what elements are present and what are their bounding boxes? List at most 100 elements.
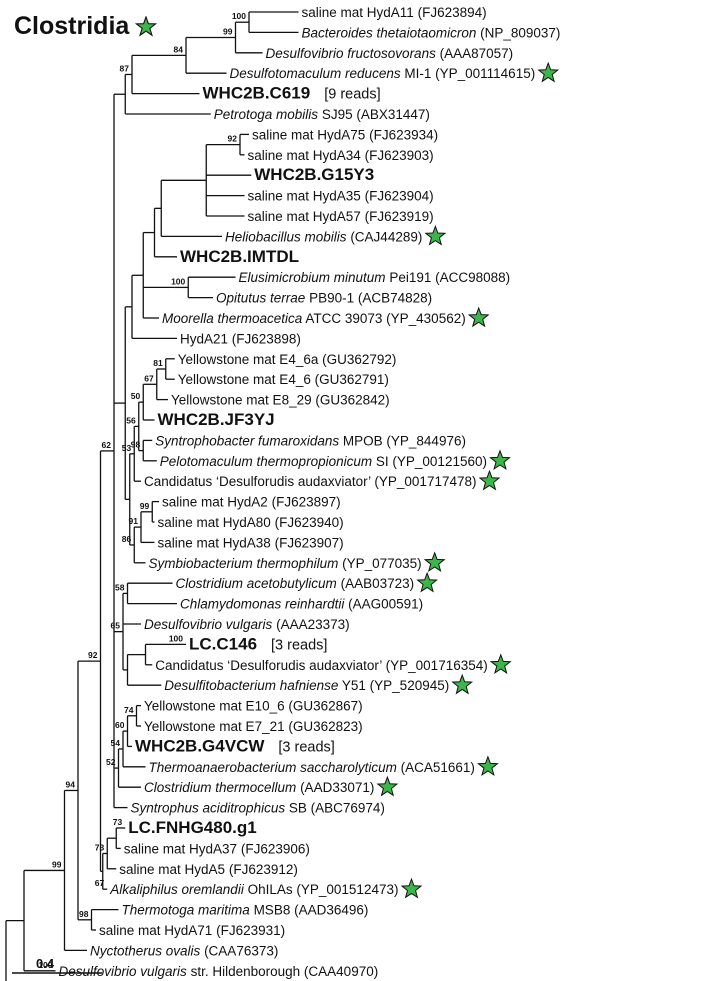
taxon-name: Clostridium thermocellum bbox=[144, 780, 296, 795]
taxon-acc: (ACA51661) bbox=[401, 760, 475, 775]
taxon-name: WHC2B.JF3YJ bbox=[158, 410, 275, 429]
taxon-name: saline mat HydA11 bbox=[302, 5, 414, 20]
taxon-suffix: Pei191 bbox=[389, 270, 431, 285]
taxon-suffix: SJ95 bbox=[322, 107, 353, 122]
taxon-name: Yellowstone mat E10_6 bbox=[144, 699, 285, 714]
taxon-acc: (FJ623907) bbox=[275, 535, 344, 550]
bootstrap-value: 92 bbox=[228, 134, 238, 144]
bootstrap-value: 84 bbox=[174, 44, 184, 54]
taxon-name: Candidatus ‘Desulforudis audaxviator’ bbox=[155, 658, 382, 673]
taxon-name: saline mat HydA2 bbox=[162, 495, 268, 510]
green-star-icon bbox=[376, 775, 399, 797]
bootstrap-value: 73 bbox=[95, 843, 105, 853]
scale-bar-label: 0.4 bbox=[36, 956, 55, 971]
taxon-label: WHC2B.G4VCW[3 reads] bbox=[135, 736, 335, 755]
taxon-acc: (YP_001512473) bbox=[296, 882, 398, 897]
taxon-label: saline mat HydA71 (FJ623931) bbox=[99, 923, 285, 938]
figure-title-group: Clostridia bbox=[14, 12, 158, 41]
taxon-name: Symbiobacterium thermophilum bbox=[149, 556, 339, 571]
taxon-acc: (GU362791) bbox=[315, 372, 389, 387]
taxon-label: Chlamydomonas reinhardtii (AAG00591) bbox=[180, 597, 423, 612]
taxon-suffix: SB bbox=[289, 801, 307, 816]
taxon-acc: (FJ623904) bbox=[365, 189, 434, 204]
taxon-acc: (FJ623898) bbox=[232, 331, 301, 346]
bootstrap-value: 56 bbox=[126, 415, 136, 425]
taxon-acc: (ABX31447) bbox=[356, 107, 430, 122]
green-star-icon bbox=[423, 551, 446, 573]
bootstrap-value: 67 bbox=[95, 878, 105, 888]
green-star-icon bbox=[135, 15, 158, 37]
taxon-label: Desulfovibrio vulgaris (AAA23373) bbox=[144, 617, 350, 632]
taxon-acc: (NP_809037) bbox=[480, 25, 560, 40]
bootstrap-value: 60 bbox=[115, 720, 125, 730]
taxon-acc: (AAA23373) bbox=[276, 617, 350, 632]
taxon-label: saline mat HydA2 (FJ623897) bbox=[162, 495, 341, 510]
green-star-icon bbox=[416, 571, 438, 593]
taxon-name: Heliobacillus mobilis bbox=[225, 229, 347, 244]
taxon-acc: (GU362867) bbox=[288, 699, 362, 714]
taxon-acc: (YP_430562) bbox=[386, 311, 466, 326]
taxon-label: WHC2B.C619[9 reads] bbox=[203, 84, 381, 103]
bootstrap-value: 87 bbox=[120, 63, 130, 73]
green-star-icon bbox=[467, 306, 490, 328]
taxon-label: WHC2B.JF3YJ bbox=[158, 410, 275, 429]
taxon-acc: (YP_001717478) bbox=[374, 474, 476, 489]
taxon-acc: (FJ623906) bbox=[241, 841, 310, 856]
taxon-name: saline mat HydA57 bbox=[248, 209, 361, 224]
bootstrap-value: 94 bbox=[66, 779, 76, 789]
taxon-acc: (CAA40970) bbox=[304, 964, 378, 979]
taxon-name: Desulfovibrio fructosovorans bbox=[266, 46, 437, 61]
taxon-acc: (ABC76974) bbox=[311, 801, 385, 816]
bootstrap-value: 86 bbox=[122, 534, 132, 544]
taxon-name: Yellowstone mat E7_21 bbox=[144, 719, 285, 734]
taxon-label: Elusimicrobium minutum Pei191 (ACC98088) bbox=[239, 270, 511, 285]
taxon-acc: (ACC98088) bbox=[435, 270, 510, 285]
taxon-acc: (YP_844976) bbox=[386, 433, 466, 448]
taxon-label: Alkaliphilus oremlandii OhILAs (YP_00151… bbox=[109, 882, 398, 897]
taxon-label: saline mat HydA5 (FJ623912) bbox=[119, 862, 298, 877]
taxon-label: LC.C146[3 reads] bbox=[189, 634, 327, 653]
taxon-acc: (FJ623897) bbox=[272, 495, 341, 510]
taxon-name: saline mat HydA37 bbox=[124, 841, 237, 856]
taxon-acc: (AAD33071) bbox=[300, 780, 374, 795]
taxon-label: Moorella thermoacetica ATCC 39073 (YP_43… bbox=[162, 311, 466, 326]
taxon-label: Yellowstone mat E8_29 (GU362842) bbox=[171, 393, 390, 408]
bootstrap-value: 99 bbox=[140, 501, 150, 511]
taxon-acc: (FJ623940) bbox=[275, 515, 344, 530]
taxon-label: Desulfovibrio vulgaris str. Hildenboroug… bbox=[59, 964, 379, 979]
taxon-label: Clostridium thermocellum (AAD33071) bbox=[144, 780, 374, 795]
taxon-label: saline mat HydA34 (FJ623903) bbox=[248, 148, 434, 163]
taxon-name: Candidatus ‘Desulforudis audaxviator’ bbox=[144, 474, 371, 489]
green-star-icon bbox=[451, 673, 474, 695]
taxon-name: Desulfitobacterium hafniense bbox=[164, 678, 338, 693]
taxon-acc: (GU362823) bbox=[288, 719, 362, 734]
bootstrap-value: 62 bbox=[102, 440, 112, 450]
taxon-label: Thermotoga maritima MSB8 (AAD36496) bbox=[122, 903, 369, 918]
bootstrap-value: 91 bbox=[129, 516, 139, 526]
green-star-icon bbox=[477, 755, 499, 777]
taxon-name: Syntrophus aciditrophicus bbox=[131, 801, 286, 816]
taxon-name: Desulfovibrio vulgaris bbox=[144, 617, 273, 632]
bootstrap-value: 52 bbox=[106, 757, 116, 767]
taxon-name: saline mat HydA75 bbox=[252, 127, 365, 142]
taxon-acc: (AAA87057) bbox=[440, 46, 514, 61]
taxon-name: Desulfotomaculum reducens bbox=[230, 66, 401, 81]
bootstrap-value: 50 bbox=[131, 391, 141, 401]
taxon-name: saline mat HydA71 bbox=[99, 923, 212, 938]
taxon-label: saline mat HydA35 (FJ623904) bbox=[248, 189, 434, 204]
bootstrap-value: 74 bbox=[124, 705, 134, 715]
taxon-label: Yellowstone mat E4_6a (GU362792) bbox=[178, 352, 397, 367]
bootstrap-value: 99 bbox=[223, 27, 233, 37]
taxon-label: Pelotomaculum thermopropionicum SI (YP_0… bbox=[160, 454, 487, 469]
taxon-name: saline mat HydA38 bbox=[158, 535, 271, 550]
green-star-icon bbox=[424, 224, 447, 246]
bootstrap-value: 98 bbox=[79, 909, 89, 919]
taxon-suffix: SI bbox=[376, 454, 389, 469]
green-star-icon bbox=[489, 449, 511, 471]
taxon-name: Moorella thermoacetica bbox=[162, 311, 303, 326]
taxon-acc: (FJ623912) bbox=[229, 862, 298, 877]
taxon-label: Bacteroides thetaiotaomicron (NP_809037) bbox=[302, 25, 561, 40]
taxon-label: Nyctotherus ovalis (CAA76373) bbox=[90, 943, 278, 958]
taxon-name: Syntrophobacter fumaroxidans bbox=[155, 433, 339, 448]
bootstrap-value: 65 bbox=[111, 621, 121, 631]
